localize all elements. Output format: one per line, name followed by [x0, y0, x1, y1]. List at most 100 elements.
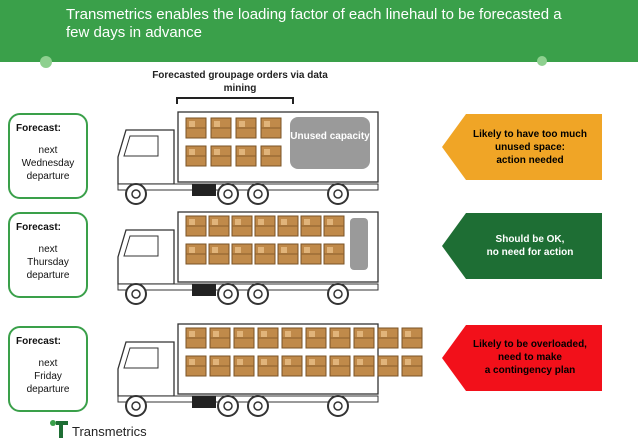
forecast-line: departure: [26, 384, 70, 395]
cargo-box-highlight: [212, 247, 218, 253]
truck-hub: [253, 289, 263, 299]
truck-window: [123, 135, 159, 157]
truck-fuel-tank: [192, 396, 216, 408]
cargo-box-highlight: [258, 247, 264, 253]
cargo-box-highlight: [189, 121, 195, 127]
cargo-box-highlight: [212, 219, 218, 225]
outcome-text-friday: Likely to be overloaded, need to make a …: [466, 338, 594, 377]
truck-hub: [333, 401, 343, 411]
flag-shape: [442, 325, 602, 391]
cargo-box-highlight: [239, 121, 245, 127]
truck-hub: [333, 189, 343, 199]
outcome-line: Likely to be overloaded,: [473, 339, 587, 350]
flag-shape: [442, 213, 602, 279]
cargo-box-highlight: [189, 359, 195, 365]
forecast-line: Friday: [34, 371, 62, 382]
truck-hub: [223, 189, 233, 199]
cargo-box-highlight: [237, 359, 243, 365]
transmetrics-logo-icon: [50, 420, 68, 438]
truck-window: [123, 347, 159, 369]
outcome-line: a contingency plan: [484, 365, 576, 376]
cargo-box-highlight: [235, 247, 241, 253]
forecast-heading: Forecast:: [16, 123, 62, 134]
outcome-flag-thursday: [442, 213, 602, 279]
forecast-heading: Forecast:: [16, 222, 62, 233]
cargo-box-highlight: [381, 331, 387, 337]
truck-hub: [131, 289, 141, 299]
cargo-box-highlight: [309, 331, 315, 337]
cargo-box-highlight: [235, 219, 241, 225]
cargo-box-highlight: [327, 219, 333, 225]
cargo-box-highlight: [189, 247, 195, 253]
cargo-box-highlight: [214, 149, 220, 155]
truck-hub: [253, 401, 263, 411]
outcome-text-wednesday: Likely to have too much unused space: ac…: [466, 128, 594, 167]
forecast-line: departure: [26, 270, 70, 281]
cargo-box-highlight: [261, 359, 267, 365]
cargo-box-highlight: [285, 359, 291, 365]
cargo-box-highlight: [258, 219, 264, 225]
cargo-box-highlight: [239, 149, 245, 155]
forecast-box-thursday: Forecast: next Thursday departure: [8, 212, 88, 298]
header-bar: Transmetrics enables the loading factor …: [0, 0, 638, 62]
outcome-flag-wednesday: [442, 114, 602, 180]
forecast-line: departure: [26, 171, 70, 182]
remaining-space: [350, 218, 368, 270]
cargo-box-highlight: [381, 359, 387, 365]
cargo-box-highlight: [357, 331, 363, 337]
outcome-line: no need for action: [486, 247, 574, 258]
truck-hub: [131, 189, 141, 199]
truck-hub: [223, 289, 233, 299]
forecast-line: next: [38, 244, 58, 255]
decorative-dot: [40, 56, 52, 68]
cargo-box-highlight: [304, 219, 310, 225]
cargo-box-highlight: [333, 331, 339, 337]
cargo-box-highlight: [333, 359, 339, 365]
page-title: Transmetrics enables the loading factor …: [66, 6, 562, 41]
cargo-box-highlight: [405, 331, 411, 337]
outcome-flag-friday: [442, 325, 602, 391]
groupage-orders-label: Forecasted groupage orders via data mini…: [152, 70, 328, 94]
outcome-text-thursday: Should be OK, no need for action: [466, 233, 594, 259]
cargo-box-highlight: [213, 331, 219, 337]
logo-text: Transmetrics: [72, 424, 147, 439]
cargo-box-highlight: [214, 121, 220, 127]
cargo-box-highlight: [264, 121, 270, 127]
outcome-line: action needed: [496, 155, 564, 166]
cargo-bracket: [176, 97, 294, 104]
cargo-box-highlight: [309, 359, 315, 365]
outcome-line: Likely to have too much: [473, 129, 587, 140]
forecast-heading: Forecast:: [16, 336, 62, 347]
cargo-box-highlight: [261, 331, 267, 337]
cargo-box-highlight: [285, 331, 291, 337]
cargo-box-highlight: [281, 219, 287, 225]
forecast-box-friday: Forecast: next Friday departure: [8, 326, 88, 412]
forecast-line: next: [38, 145, 58, 156]
truck-window: [123, 235, 159, 257]
truck-fuel-tank: [192, 184, 216, 196]
truck-hub: [223, 401, 233, 411]
cargo-box-highlight: [281, 247, 287, 253]
decorative-dot: [537, 56, 547, 66]
cargo-box-highlight: [327, 247, 333, 253]
cargo-box-highlight: [189, 331, 195, 337]
outcome-line: need to make: [498, 352, 562, 363]
forecast-line: Wednesday: [21, 158, 75, 169]
cargo-box-highlight: [264, 149, 270, 155]
outcome-line: Should be OK,: [495, 234, 565, 245]
cargo-box-highlight: [189, 219, 195, 225]
truck-hub: [253, 189, 263, 199]
cargo-box-highlight: [189, 149, 195, 155]
cargo-box-highlight: [357, 359, 363, 365]
forecast-box-wednesday: Forecast: next Wednesday departure: [8, 113, 88, 199]
truck-hub: [333, 289, 343, 299]
outcome-line: unused space:: [494, 142, 566, 153]
cargo-box-highlight: [304, 247, 310, 253]
truck-fuel-tank: [192, 284, 216, 296]
cargo-box-highlight: [237, 331, 243, 337]
forecast-line: Thursday: [27, 257, 69, 268]
cargo-box-highlight: [405, 359, 411, 365]
unused-capacity-label: Unused capacity: [290, 117, 370, 169]
flag-shape: [442, 114, 602, 180]
